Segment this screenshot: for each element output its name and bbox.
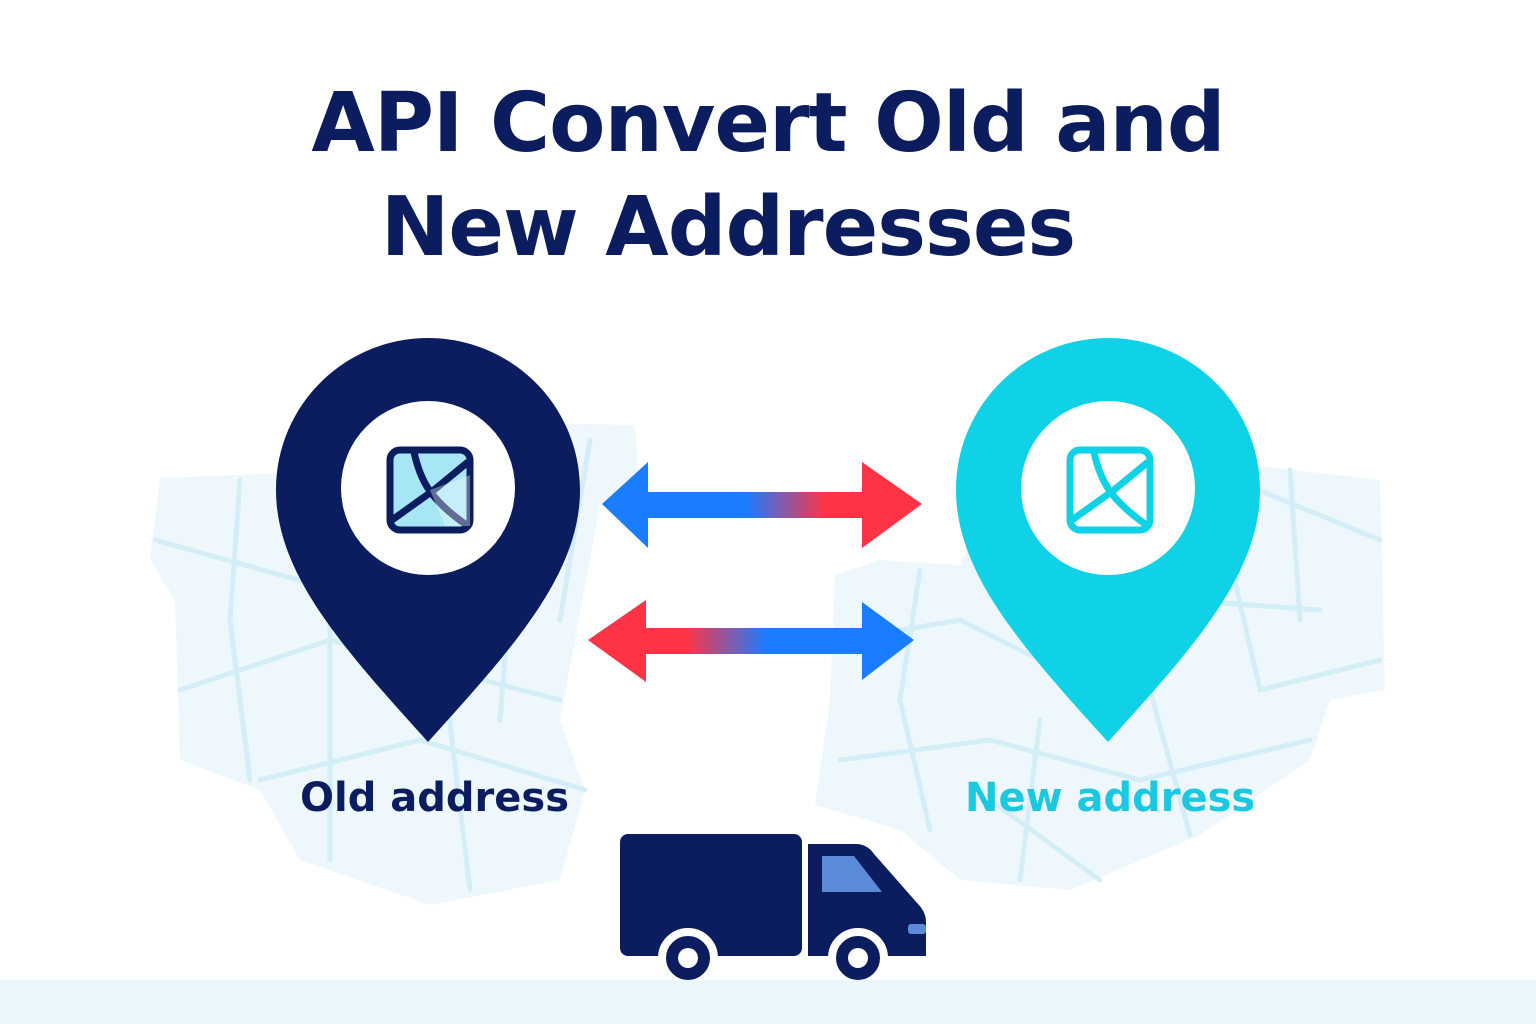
new-address-pin-icon [956, 338, 1260, 742]
old-map-icon [386, 446, 474, 534]
double-arrow-bottom-icon [588, 600, 914, 682]
old-address-label: Old address [300, 775, 570, 821]
title-line-2: New Addresses [380, 180, 1077, 275]
page-title: API Convert Old and New Addresses [0, 72, 1536, 280]
new-address-label: New address [965, 775, 1256, 821]
new-map-icon [1066, 446, 1154, 534]
title-line-1: API Convert Old and [311, 76, 1225, 171]
ground-strip [0, 980, 1536, 1024]
old-address-pin-icon [276, 338, 580, 742]
double-arrow-top-icon [602, 462, 922, 548]
delivery-truck-icon [620, 834, 926, 980]
